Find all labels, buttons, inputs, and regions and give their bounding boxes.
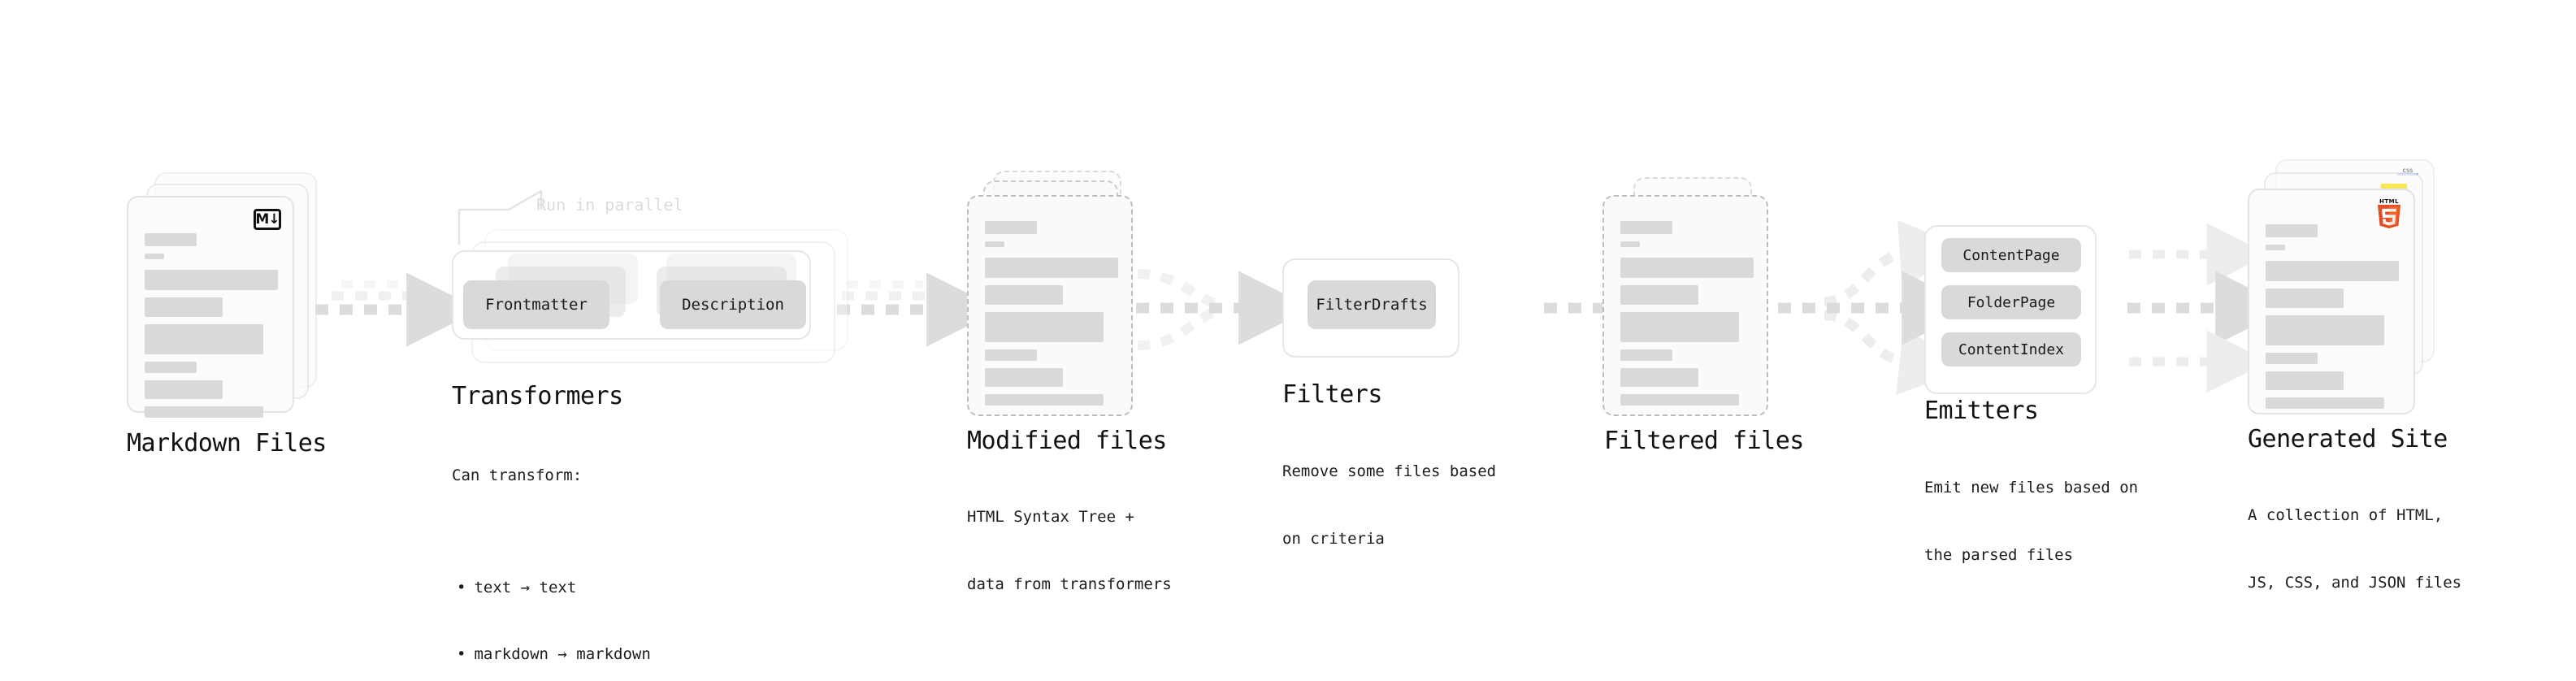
modified-files-title: Modified files xyxy=(967,427,1167,455)
markdown-card-front: M↓ xyxy=(127,196,294,418)
transformers-desc: Can transform: text → text markdown → ma… xyxy=(452,420,651,681)
folderpage-chip-label: FolderPage xyxy=(1967,293,2056,311)
filters-desc-line-1: on criteria xyxy=(1282,529,1385,548)
frontmatter-chip[interactable]: Frontmatter xyxy=(463,280,609,329)
folderpage-chip[interactable]: FolderPage xyxy=(1941,285,2081,319)
description-chip[interactable]: Description xyxy=(660,280,806,329)
filters-desc-line-0: Remove some files based xyxy=(1282,462,1497,481)
modified-files-desc-line-1: data from transformers xyxy=(967,575,1172,593)
frontmatter-chip-label: Frontmatter xyxy=(485,296,588,314)
html5-badge-word: HTML xyxy=(2379,198,2400,205)
filterdrafts-chip[interactable]: FilterDrafts xyxy=(1308,280,1436,329)
emitters-desc: Emit new files based on the parsed files xyxy=(1924,432,2138,611)
contentindex-chip[interactable]: ContentIndex xyxy=(1941,332,2081,367)
arrow-modified-to-filters xyxy=(1136,269,1313,350)
modified-files-desc-line-0: HTML Syntax Tree + xyxy=(967,508,1134,527)
html5-shield-icon xyxy=(2377,205,2401,229)
contentpage-chip-label: ContentPage xyxy=(1962,246,2060,264)
filtered-files-title: Filtered files xyxy=(1604,427,1804,455)
generated-site-desc-line-1: JS, CSS, and JSON files xyxy=(2248,573,2462,592)
site-card-front: HTML xyxy=(2248,189,2415,414)
markdown-badge-label: M↓ xyxy=(255,210,280,228)
generated-site-desc: A collection of HTML, JS, CSS, and JSON … xyxy=(2248,460,2461,639)
transformers-desc-head: Can transform: xyxy=(452,466,583,485)
filters-title: Filters xyxy=(1282,380,1382,409)
modified-card-skeleton xyxy=(985,221,1118,413)
arrow-filtered-to-emitters xyxy=(1778,219,1976,395)
filterdrafts-chip-label: FilterDrafts xyxy=(1316,296,1428,314)
markdown-files-title: Markdown Files xyxy=(127,429,327,458)
run-in-parallel-label: Run in parallel xyxy=(536,195,683,215)
site-card-skeleton xyxy=(2266,224,2399,416)
modified-card-front xyxy=(967,195,1133,416)
html5-badge: HTML xyxy=(2376,198,2402,229)
filtered-card-front xyxy=(1602,195,1768,416)
modified-files-desc: HTML Syntax Tree + data from transformer… xyxy=(967,462,1172,640)
transformers-desc-list: text → text markdown → markdown html → h… xyxy=(452,532,651,681)
arrow-markdown-to-transformers xyxy=(315,272,481,347)
transformers-desc-item-0: text → text xyxy=(452,577,651,600)
description-chip-label: Description xyxy=(682,296,784,314)
emitters-desc-line-0: Emit new files based on xyxy=(1924,479,2139,497)
transformers-desc-item-1: markdown → markdown xyxy=(452,644,650,666)
emitters-desc-line-1: the parsed files xyxy=(1924,545,2074,564)
markdown-badge: M↓ xyxy=(254,209,281,230)
contentpage-chip[interactable]: ContentPage xyxy=(1941,238,2081,272)
emitters-title: Emitters xyxy=(1924,397,2039,425)
css-badge-label: CSS xyxy=(2402,168,2413,174)
arrow-emitters-to-site xyxy=(2127,223,2290,393)
transformers-title: Transformers xyxy=(452,382,623,410)
markdown-card-skeleton xyxy=(145,233,278,425)
generated-site-desc-line-0: A collection of HTML, xyxy=(2248,506,2444,525)
contentindex-chip-label: ContentIndex xyxy=(1958,340,2065,358)
generated-site-title: Generated Site xyxy=(2248,425,2448,453)
filtered-card-skeleton xyxy=(1620,221,1754,413)
filters-desc: Remove some files based on criteria xyxy=(1282,416,1496,595)
arrow-transformers-to-modified xyxy=(837,272,1001,347)
